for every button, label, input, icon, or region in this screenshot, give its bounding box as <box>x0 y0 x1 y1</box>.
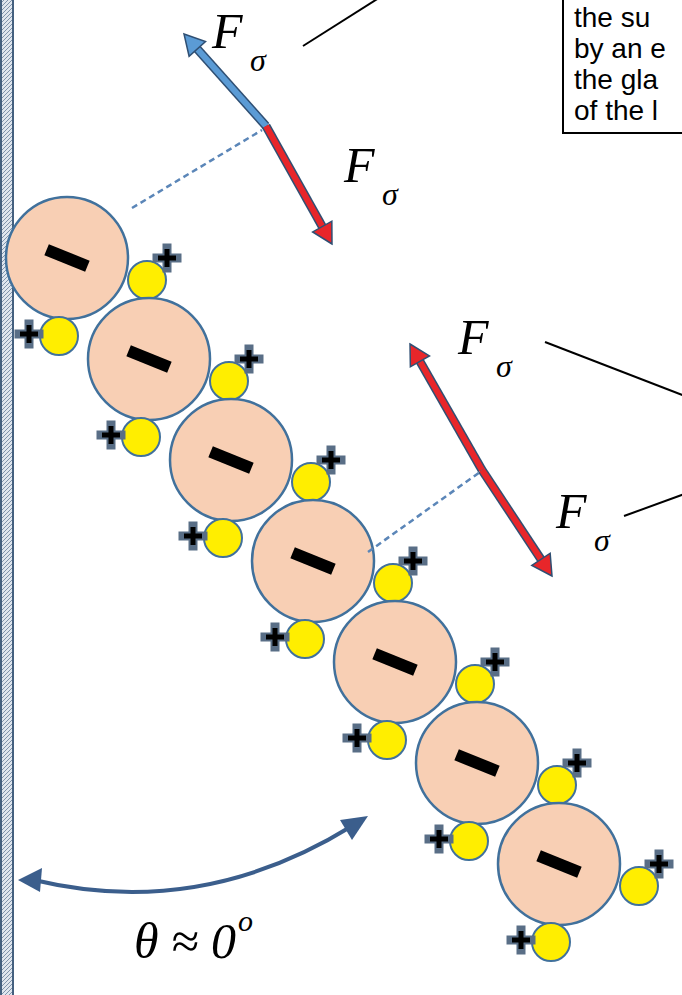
plus-sign <box>568 754 586 772</box>
plus-outline <box>183 526 203 546</box>
cation <box>532 923 570 961</box>
plus-outline <box>429 829 449 849</box>
minus-sign <box>44 244 89 272</box>
anion <box>498 803 620 925</box>
minus-sign <box>372 648 417 676</box>
force-arrows <box>184 34 552 576</box>
cation <box>374 564 412 602</box>
plus-outline <box>567 753 587 773</box>
cation <box>210 362 248 400</box>
plus-outline <box>157 248 177 268</box>
force-arrow <box>266 126 322 227</box>
force-subscript: σ <box>250 44 266 76</box>
callout-box: the su by an e the gla of the l <box>562 0 682 134</box>
arrow-head <box>313 221 332 244</box>
plus-sign <box>430 830 448 848</box>
cation <box>40 317 78 355</box>
cation <box>450 822 488 860</box>
cation <box>292 463 330 501</box>
force-symbol: F <box>344 140 375 190</box>
plus-outline <box>321 450 341 470</box>
minus-sign <box>536 850 581 878</box>
cation <box>538 766 576 804</box>
force-symbol: F <box>458 312 489 362</box>
cation <box>368 721 406 759</box>
plus-outline <box>19 324 39 344</box>
plus-sign <box>486 653 504 671</box>
cation <box>456 665 494 703</box>
plus-outline <box>265 627 285 647</box>
arrow-outline <box>266 126 322 227</box>
force-subscript: σ <box>594 524 610 556</box>
force-arrow <box>420 361 482 470</box>
plus-outline <box>239 349 259 369</box>
leader-line <box>624 492 682 516</box>
minus-sign <box>454 749 499 777</box>
cation <box>128 261 166 299</box>
plus-sign <box>102 426 120 444</box>
cation <box>286 620 324 658</box>
cation <box>620 867 658 905</box>
plus-sign <box>158 249 176 267</box>
glass-wall <box>1 0 13 995</box>
minus-sign <box>208 446 253 474</box>
plus-sign <box>240 350 258 368</box>
plus-sign <box>348 729 366 747</box>
plus-sign <box>404 552 422 570</box>
plus-outline <box>403 551 423 571</box>
dashed-line <box>132 130 262 208</box>
arrow-head <box>532 553 552 576</box>
force-subscript: σ <box>382 178 398 210</box>
anion <box>416 702 538 824</box>
dashed-line <box>368 472 480 552</box>
arrow-head <box>18 868 42 892</box>
anion <box>88 298 210 420</box>
plus-sign <box>20 325 38 343</box>
molecule-chain <box>6 197 669 961</box>
force-symbol: F <box>212 6 243 56</box>
angle-arc <box>34 826 352 892</box>
anion <box>170 399 292 521</box>
plus-sign <box>322 451 340 469</box>
leader-line <box>303 0 382 46</box>
arrow-outline <box>420 361 482 470</box>
force-symbol: F <box>556 486 587 536</box>
anion <box>334 601 456 723</box>
plus-outline <box>347 728 367 748</box>
cation <box>204 519 242 557</box>
plus-outline <box>101 425 121 445</box>
degree-mark: o <box>238 906 253 936</box>
callout-text: the su by an e the gla of the l <box>574 2 682 126</box>
arrow-head <box>410 344 429 367</box>
anion <box>6 197 128 319</box>
plus-outline <box>485 652 505 672</box>
plus-outline <box>649 854 669 874</box>
plus-outline <box>511 930 531 950</box>
arrow-outline <box>482 470 541 559</box>
plus-sign <box>650 855 668 873</box>
cation <box>122 418 160 456</box>
plus-sign <box>266 628 284 646</box>
minus-sign <box>126 345 171 373</box>
force-arrow <box>482 470 541 559</box>
arrow-head <box>184 34 206 56</box>
anion <box>252 500 374 622</box>
force-subscript: σ <box>496 350 512 382</box>
minus-sign <box>290 547 335 575</box>
plus-sign <box>512 931 530 949</box>
arrow-head <box>340 816 368 840</box>
leader-line <box>545 342 682 398</box>
plus-sign <box>184 527 202 545</box>
angle-label: θ ≈ 0 <box>134 916 236 966</box>
